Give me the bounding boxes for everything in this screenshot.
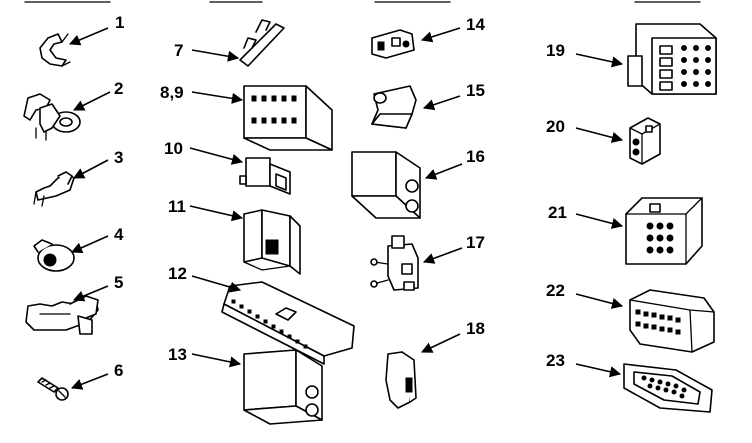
part-13-housing — [243, 349, 323, 425]
label-8-9: 8,9 — [160, 83, 184, 102]
part-12-terminal-strip — [221, 281, 355, 365]
arrow-17 — [422, 247, 463, 264]
label-20: 20 — [546, 117, 565, 136]
label-15: 15 — [466, 81, 485, 100]
part-17-pinned-connector — [370, 235, 419, 291]
label-21: 21 — [548, 203, 567, 222]
label-3: 3 — [114, 148, 123, 167]
arrow-8-9 — [191, 91, 244, 104]
arrow-5 — [72, 285, 109, 302]
arrow-10 — [189, 147, 244, 165]
label-2: 2 — [114, 79, 123, 98]
arrow-15 — [422, 95, 461, 111]
arrow-4 — [70, 235, 109, 254]
arrow-22 — [575, 293, 624, 309]
arrow-21 — [575, 213, 624, 229]
label-12: 12 — [168, 264, 187, 283]
label-7: 7 — [174, 41, 183, 60]
part-4-grommet — [33, 239, 75, 272]
part-23-d-sub-connector — [623, 363, 713, 413]
part-8-9-housing — [243, 85, 333, 151]
arrow-13 — [191, 353, 242, 368]
arrow-23 — [575, 363, 622, 378]
part-3-clip — [33, 171, 75, 207]
label-5: 5 — [114, 273, 123, 292]
part-10-connector — [239, 157, 291, 195]
label-23: 23 — [546, 351, 565, 370]
part-19-large-connector — [627, 23, 717, 95]
label-18: 18 — [466, 319, 485, 338]
part-1-clip — [39, 33, 71, 67]
arrow-12 — [191, 275, 242, 293]
label-10: 10 — [164, 139, 183, 158]
part-20-cube-connector — [629, 117, 661, 165]
label-13: 13 — [168, 345, 187, 364]
label-22: 22 — [546, 281, 565, 300]
arrow-11 — [189, 205, 244, 222]
part-22-multi-pin-block — [629, 289, 715, 353]
part-2-clamp — [23, 93, 81, 141]
label-6: 6 — [114, 361, 123, 380]
arrow-7 — [191, 49, 240, 62]
arrow-3 — [73, 159, 109, 179]
arrow-14 — [420, 27, 461, 43]
part-6-screw — [37, 377, 69, 401]
part-7-strip — [239, 19, 285, 67]
label-14: 14 — [466, 15, 485, 34]
part-16-housing — [351, 151, 421, 219]
arrow-2 — [72, 91, 111, 111]
part-15-rolled-clip — [371, 85, 417, 129]
arrow-1 — [68, 27, 109, 46]
arrow-6 — [70, 373, 109, 390]
arrow-19 — [575, 53, 624, 68]
label-16: 16 — [466, 147, 485, 166]
arrow-18 — [420, 333, 461, 353]
part-11-housing — [243, 209, 301, 275]
arrow-20 — [575, 127, 624, 143]
label-1: 1 — [115, 13, 124, 32]
label-4: 4 — [114, 225, 124, 244]
label-11: 11 — [168, 197, 186, 216]
part-21-square-housing — [625, 197, 703, 265]
arrow-16 — [424, 163, 463, 180]
part-5-strap-clamp — [25, 295, 99, 335]
label-19: 19 — [546, 41, 565, 60]
label-17: 17 — [466, 233, 485, 252]
part-18-latch — [385, 351, 417, 409]
part-14-connector — [371, 29, 415, 59]
